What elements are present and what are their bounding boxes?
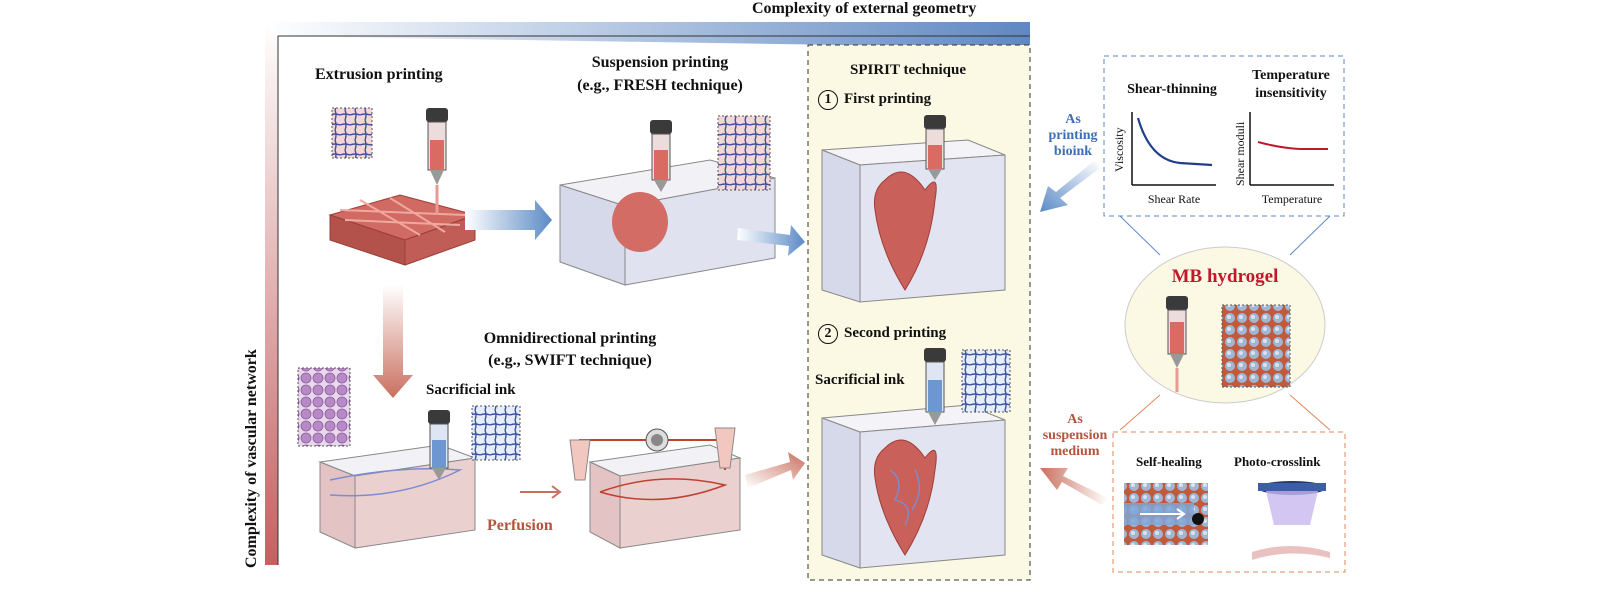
connector-bioink-right (1289, 215, 1331, 256)
step2-number: 2 (818, 324, 838, 344)
extrusion-scaffold (328, 194, 477, 266)
photo-crosslink-strand (1252, 546, 1330, 560)
omni-title: Omnidirectional printing (483, 330, 657, 347)
suspension-grid-pattern (718, 116, 770, 190)
connector-medium-right (1289, 394, 1331, 431)
plot1-title: Shear-thinning (1127, 82, 1217, 97)
medium-label-1: As (1067, 412, 1083, 427)
lamp-icon (1258, 481, 1326, 525)
bioink-label-1: As (1065, 112, 1081, 127)
plot-shear-thinning (1131, 112, 1216, 186)
heart-icon (874, 171, 937, 291)
x-axis-arrow (265, 22, 1030, 48)
sacrificial-ink-label: Sacrificial ink (426, 382, 516, 398)
syringe-icon (924, 348, 946, 425)
arrow-to-suspension (465, 200, 552, 240)
extrusion-title: Extrusion printing (315, 66, 443, 83)
connector-medium-left (1119, 394, 1161, 431)
plot1-xlabel: Shear Rate (1147, 192, 1201, 206)
self-healing-dot (1192, 513, 1204, 525)
perfusion-box (569, 427, 742, 549)
syringe-icon (428, 410, 450, 480)
spirit-step2: 2 Second printing (818, 324, 946, 344)
spirit-title: SPIRIT technique (850, 62, 967, 78)
plot2-title-2: insensitivity (1255, 86, 1327, 101)
suspension-title: Suspension printing (591, 54, 729, 71)
arrow-medium (1040, 468, 1108, 505)
omni-bead-inset (297, 367, 351, 447)
plot2-ylabel: Shear moduli (1233, 121, 1247, 186)
arrow-bioink (1040, 161, 1100, 212)
plot2-xlabel: Temperature (1261, 192, 1323, 206)
bioink-label-3: bioink (1053, 144, 1093, 159)
omni-grid-pattern (472, 406, 520, 460)
y-axis-arrow (265, 22, 279, 565)
omni-box (318, 444, 476, 549)
arrow-to-spirit-1 (737, 225, 805, 256)
extrusion-grid-pattern (332, 108, 372, 158)
syringe-icon (650, 120, 672, 192)
arrow-to-spirit-2 (745, 452, 805, 488)
step1-label: First printing (844, 91, 932, 107)
y-axis-label: Complexity of vascular network (243, 349, 260, 568)
omni-subtitle: (e.g., SWIFT technique) (488, 352, 652, 369)
spirit-step1: 1 First printing (818, 90, 931, 110)
connector-bioink-left (1119, 215, 1161, 256)
hydrogel-bead-inset (1221, 304, 1291, 388)
hydrogel-title: MB hydrogel (1171, 266, 1279, 287)
x-axis-label: Complexity of external geometry (752, 0, 977, 17)
spirit-grid-pattern (962, 350, 1010, 412)
plot1-ylabel: Viscosity (1112, 127, 1126, 172)
perfusion-label: Perfusion (487, 517, 553, 534)
arrow-to-omni (373, 285, 413, 398)
medium-label-2: suspension (1042, 428, 1108, 443)
bioink-label-2: printing (1048, 128, 1098, 143)
syringe-icon (426, 108, 448, 215)
bioink-panel (1103, 55, 1345, 217)
step2-label: Second printing (844, 325, 947, 341)
spirit-sacrificial-ink: Sacrificial ink (815, 372, 905, 388)
suspension-subtitle: (e.g., FRESH technique) (577, 77, 743, 94)
pump-icon (645, 428, 669, 452)
photo-crosslink-label: Photo-crosslink (1234, 454, 1321, 469)
syringe-icon (924, 115, 946, 180)
syringe-icon (1166, 296, 1188, 392)
medium-label-3: medium (1050, 444, 1100, 459)
self-healing-label: Self-healing (1136, 454, 1202, 469)
plot2-title-1: Temperature (1252, 68, 1330, 83)
step1-number: 1 (818, 90, 838, 110)
heart-icon (874, 439, 937, 556)
plot-temperature (1249, 112, 1334, 186)
